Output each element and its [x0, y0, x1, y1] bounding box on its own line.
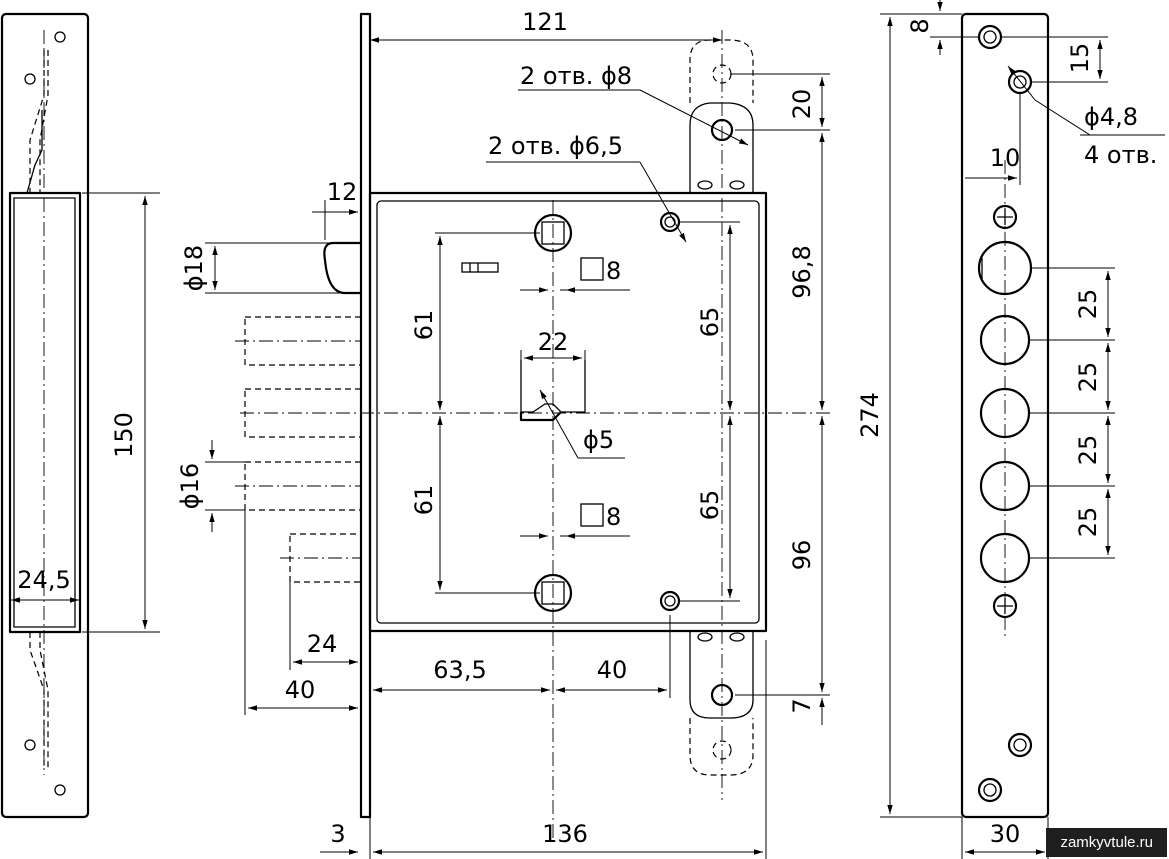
- dim-24: 24: [307, 630, 338, 658]
- dim-phi16: ϕ16: [176, 463, 204, 509]
- faceplate-dimensions: 274 8 15 ϕ4,8 4 отв. 10 25 25 25 25: [856, 0, 1165, 859]
- dim-8: 8: [906, 18, 934, 33]
- dim-121: 121: [522, 8, 568, 36]
- dim-20: 20: [788, 89, 816, 120]
- strike-plate: [0, 12, 90, 819]
- dim-square8-top: 8: [606, 257, 621, 285]
- dim-10: 10: [990, 144, 1021, 172]
- dim-96: 96: [788, 540, 816, 571]
- watermark: zamkyvtule.ru: [1046, 828, 1167, 857]
- dim-phi4-8: ϕ4,8: [1084, 103, 1138, 131]
- lock-dimensions: 121 2 отв. ϕ8 2 отв. ϕ6,5 20 96,8 96 7 1…: [176, 8, 830, 859]
- dim-61-bottom: 61: [410, 485, 438, 516]
- dim-phi5: ϕ5: [583, 426, 614, 454]
- dim-65-bottom: 65: [696, 490, 724, 521]
- dim-22: 22: [538, 328, 569, 356]
- dim-136: 136: [542, 820, 588, 848]
- dim-15: 15: [1066, 43, 1094, 74]
- dim-65-top: 65: [696, 307, 724, 338]
- dim-phi18: ϕ18: [180, 245, 208, 291]
- dim-square8-bottom: 8: [606, 503, 621, 531]
- dim-25-b: 25: [1074, 362, 1102, 393]
- dim-63-5: 63,5: [433, 656, 486, 684]
- dim-4-holes: 4 отв.: [1084, 141, 1157, 169]
- dim-96-8: 96,8: [788, 245, 816, 298]
- strike-dimensions: 150 24,5: [11, 192, 160, 633]
- dim-25-c: 25: [1074, 435, 1102, 466]
- faceplate: [960, 12, 1050, 819]
- dim-30: 30: [990, 820, 1021, 848]
- dim-strike-width: 24,5: [17, 566, 70, 594]
- lock-body: [235, 12, 830, 840]
- dim-61-top: 61: [410, 310, 438, 341]
- dim-25-a: 25: [1074, 289, 1102, 320]
- dim-hole65: 2 отв. ϕ6,5: [488, 132, 623, 160]
- dim-3: 3: [330, 820, 345, 848]
- dim-12: 12: [327, 178, 358, 206]
- dim-strike-length: 150: [110, 412, 138, 458]
- dim-40-right: 40: [597, 656, 628, 684]
- dim-25-d: 25: [1074, 507, 1102, 538]
- dim-7: 7: [788, 698, 816, 713]
- dim-274: 274: [856, 392, 884, 438]
- dim-hole8: 2 отв. ϕ8: [520, 62, 632, 90]
- dim-40-left: 40: [285, 676, 316, 704]
